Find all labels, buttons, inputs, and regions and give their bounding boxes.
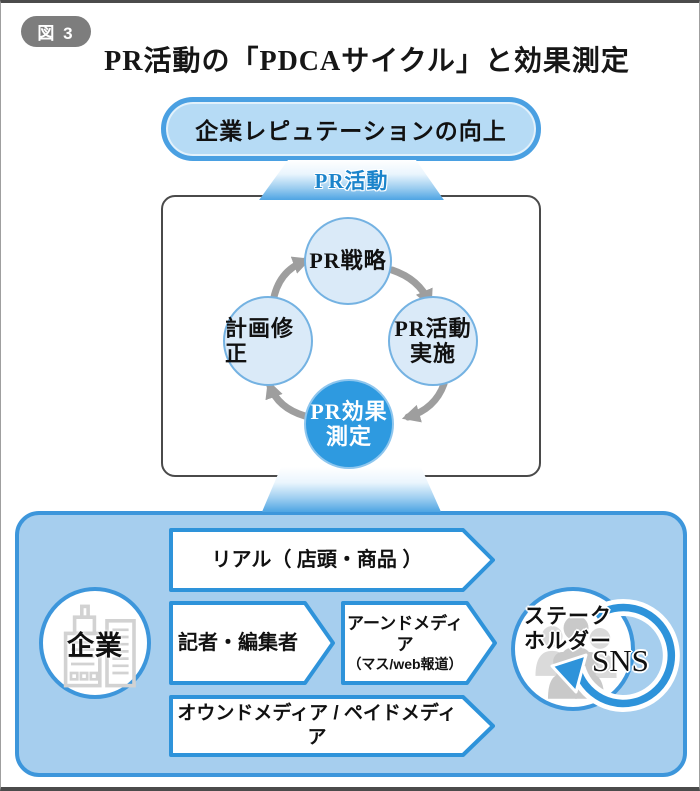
cycle-step-implementation: PR活動 実施 <box>388 296 478 386</box>
channel-earned-arrow-shape <box>341 601 497 685</box>
stakeholder-group: ステーク ホルダー SNS <box>506 581 696 721</box>
channel-press-label: 記者・編集者 <box>178 631 298 654</box>
cycle-step-implementation-line2: 実施 <box>409 341 456 366</box>
outcome-pill-label: 企業レピュテーションの向上 <box>195 118 507 144</box>
cycle-arrow-bottom-to-left <box>265 380 309 420</box>
figure-number-badge: 図 3 <box>21 16 91 47</box>
outcome-pill: 企業レピュテーションの向上 <box>161 97 541 161</box>
funnel-label: PR活動 <box>314 169 389 193</box>
channel-real-label: リアル（ 店頭・商品 ） <box>211 548 423 571</box>
funnel-bottom-shape <box>261 467 442 512</box>
company-label: 企業 <box>67 630 123 661</box>
cycle-arrow-left-to-top <box>269 256 311 306</box>
sns-label: SNS <box>592 643 649 678</box>
cycle-arrow-right-to-bottom <box>401 380 448 423</box>
cycle-step-strategy: PR戦略 <box>304 217 392 305</box>
cycle-step-strategy-label: PR戦略 <box>309 248 387 274</box>
channel-owned-paid-media: オウンドメディア / ペイドメディア <box>169 695 495 757</box>
company-circle: 企業 <box>39 587 151 699</box>
sns-circular-arrow-icon <box>550 598 680 712</box>
cycle-step-measurement-line1: PR効果 <box>310 398 388 424</box>
cycle-step-measurement-line2: 測定 <box>325 424 372 449</box>
cycle-step-measurement: PR効果 測定 <box>304 379 394 469</box>
cycle-step-revision-label: 計画修正 <box>225 315 295 366</box>
funnel-top-shape: PR活動 <box>259 160 444 200</box>
cycle-step-revision: 計画修正 <box>223 296 313 386</box>
channel-earned-label-line2: （マス/web報道） <box>347 655 463 672</box>
channel-owned-paid-label: オウンドメディア / ペイドメディア <box>177 703 457 748</box>
stakeholder-label-line1: ステーク <box>524 605 612 628</box>
channel-earned-media: アーンドメディア （マス/web報道） <box>341 601 497 685</box>
channel-real: リアル（ 店頭・商品 ） <box>169 528 495 592</box>
channel-real-arrow-shape <box>169 528 495 592</box>
buildings-icon <box>63 604 136 688</box>
stakeholder-label-line2: ホルダー <box>524 629 612 653</box>
figure-number-label: 図 3 <box>37 24 75 43</box>
channel-press-arrow-shape <box>169 601 335 685</box>
channel-earned-label-line1: アーンドメディア <box>347 614 463 655</box>
channel-owned-paid-arrow-shape <box>169 695 495 757</box>
stakeholder-label: ステーク ホルダー <box>524 605 612 655</box>
cycle-step-implementation-line1: PR活動 <box>394 315 472 341</box>
page-title: PR活動の「PDCAサイクル」と効果測定 <box>104 46 630 77</box>
channel-press: 記者・編集者 <box>169 601 335 685</box>
